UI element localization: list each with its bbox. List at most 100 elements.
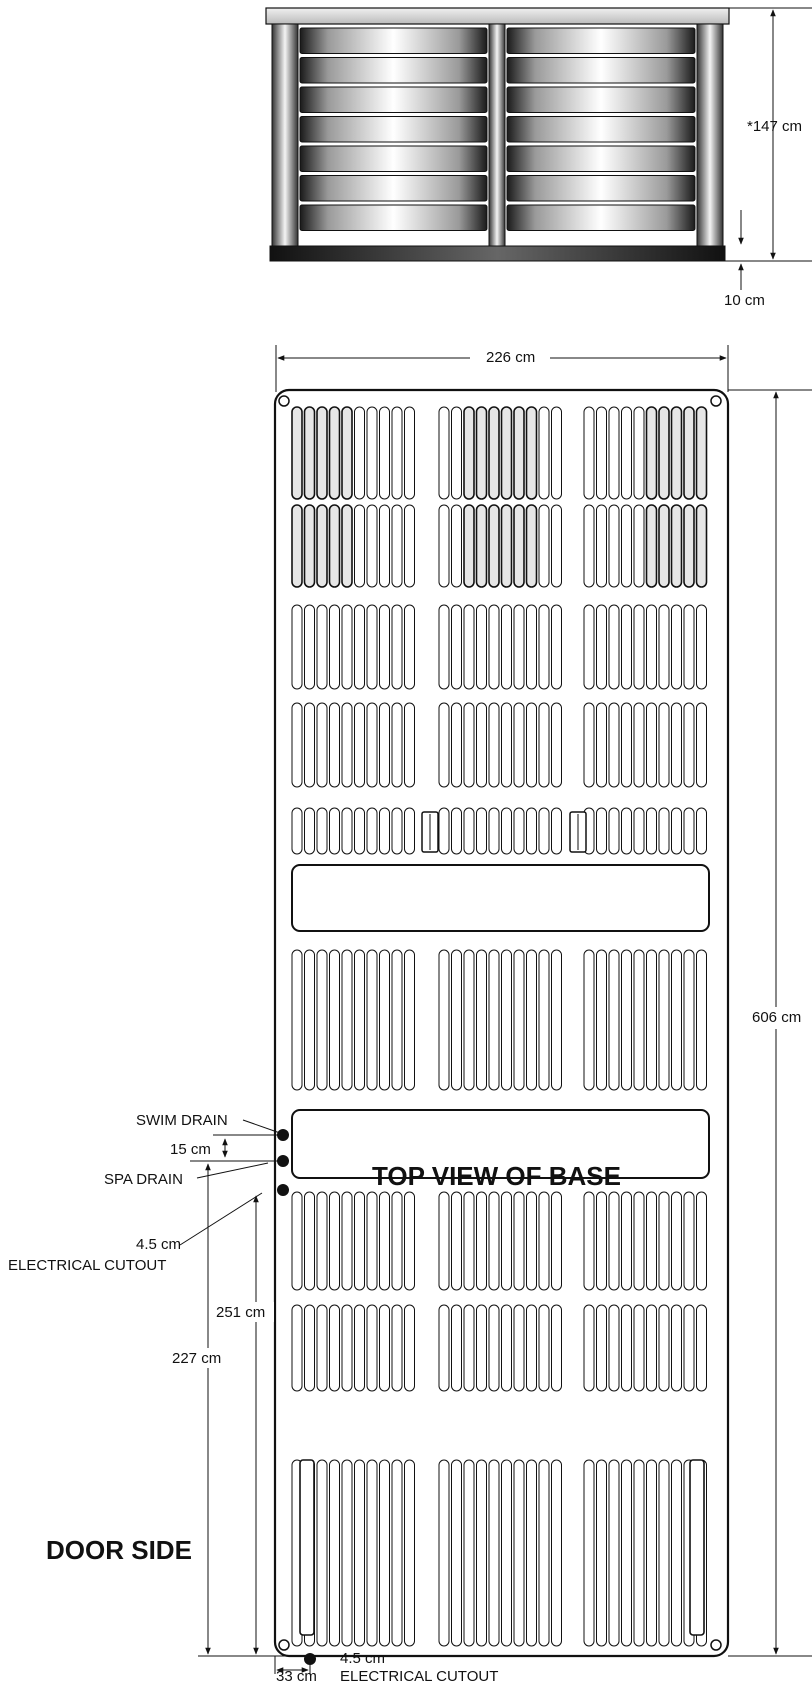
grating-slot — [621, 1459, 632, 1647]
grating-slot — [366, 504, 378, 588]
grating-slot — [463, 1459, 475, 1647]
grating-slot — [404, 406, 415, 500]
grating-slot — [538, 1459, 550, 1647]
grating-slot — [658, 1459, 670, 1647]
grating-slot — [341, 1304, 353, 1392]
grating-slot — [583, 702, 595, 788]
grating-slot — [391, 1191, 403, 1291]
grating-slot — [379, 702, 390, 788]
top-length-label: 606 cm — [752, 1009, 802, 1026]
grating-slot — [451, 1304, 462, 1392]
grating-slot — [538, 504, 550, 588]
grating-slot — [645, 504, 658, 588]
grating-slot — [366, 807, 378, 855]
grating-slot — [671, 702, 682, 788]
grating-slot — [476, 1191, 487, 1291]
grating-slot — [475, 406, 488, 500]
grating-slot — [633, 406, 645, 500]
grating-slot — [438, 1304, 450, 1392]
grating-slot — [488, 504, 500, 588]
dim-251-label: 251 cm — [216, 1304, 266, 1321]
grating-slot — [451, 702, 462, 788]
grating-slot — [316, 604, 328, 690]
grating-slot — [501, 949, 512, 1091]
grating-slot — [291, 1191, 303, 1291]
grating-slot — [329, 1459, 340, 1647]
cutout-side-leader — [179, 1192, 263, 1246]
grating-slot — [438, 1191, 450, 1291]
corner-bolt — [710, 1639, 722, 1651]
grating-slot — [683, 1191, 695, 1291]
grating-slot — [646, 702, 657, 788]
grating-slot — [696, 1304, 707, 1392]
grating-slot — [304, 702, 315, 788]
grating-slot — [366, 702, 378, 788]
grating-slot — [683, 949, 695, 1091]
grating-slot — [633, 1191, 645, 1291]
grating-slot — [404, 1304, 415, 1392]
grating-slot — [451, 504, 462, 588]
grating-slot — [475, 504, 488, 588]
grating-slot — [538, 702, 550, 788]
grating-slot — [551, 1191, 562, 1291]
grating-slot — [621, 1191, 632, 1291]
grating-slot — [329, 1191, 340, 1291]
grating-slot — [366, 949, 378, 1091]
cutout-bottom-size-label: 4.5 cm — [340, 1650, 386, 1667]
grating-slot — [501, 604, 512, 690]
grating-slot — [463, 604, 475, 690]
grating-slot — [621, 604, 632, 690]
grating-slot — [658, 949, 670, 1091]
grating-slot — [621, 1304, 632, 1392]
grating-slot — [316, 1191, 328, 1291]
grating-slot — [366, 406, 378, 500]
front-center-post — [488, 23, 506, 247]
grating-slot — [304, 807, 315, 855]
solid-panel-lower — [291, 1109, 710, 1179]
grating-slot — [476, 807, 487, 855]
grating-slot — [316, 504, 328, 588]
grating-slot — [526, 949, 537, 1091]
grating-slot — [438, 504, 450, 588]
spa-drain-label: SPA DRAIN — [104, 1171, 183, 1188]
grating-slot — [451, 949, 462, 1091]
grating-slot — [633, 1459, 645, 1647]
grating-slot — [683, 807, 695, 855]
front-right-post — [696, 23, 724, 247]
grating-slot — [513, 807, 525, 855]
grating-slot — [476, 949, 487, 1091]
grating-slot — [551, 702, 562, 788]
grating-slot — [379, 504, 390, 588]
grating-slot — [538, 949, 550, 1091]
grating-slot — [291, 702, 303, 788]
grating-slot — [513, 702, 525, 788]
grating-slot — [354, 1459, 365, 1647]
grating-slot — [501, 807, 512, 855]
grating-slot — [354, 1304, 365, 1392]
grating-slot — [291, 1304, 303, 1392]
grating-slot — [329, 1304, 340, 1392]
corner-bolt — [710, 395, 722, 407]
grating-slot — [513, 1191, 525, 1291]
grating-slot — [379, 604, 390, 690]
louver-slat — [299, 175, 488, 202]
grating-slot — [316, 1459, 328, 1647]
grating-slot — [354, 807, 365, 855]
grating-slot — [463, 702, 475, 788]
grating-slot — [658, 1191, 670, 1291]
grating-slot — [695, 504, 708, 588]
grating-slot — [683, 1304, 695, 1392]
grating-slot — [646, 604, 657, 690]
grating-slot — [391, 406, 403, 500]
grating-slot — [488, 1459, 500, 1647]
louver-slat — [506, 86, 696, 113]
grating-slot — [596, 949, 607, 1091]
grating-slot — [488, 949, 500, 1091]
grating-slot — [633, 949, 645, 1091]
grating-slot — [525, 504, 538, 588]
grating-slot — [683, 504, 695, 588]
grating-slot — [658, 807, 670, 855]
grating-slot — [488, 604, 500, 690]
grating-slot — [341, 1459, 353, 1647]
grating-slot — [646, 1459, 657, 1647]
